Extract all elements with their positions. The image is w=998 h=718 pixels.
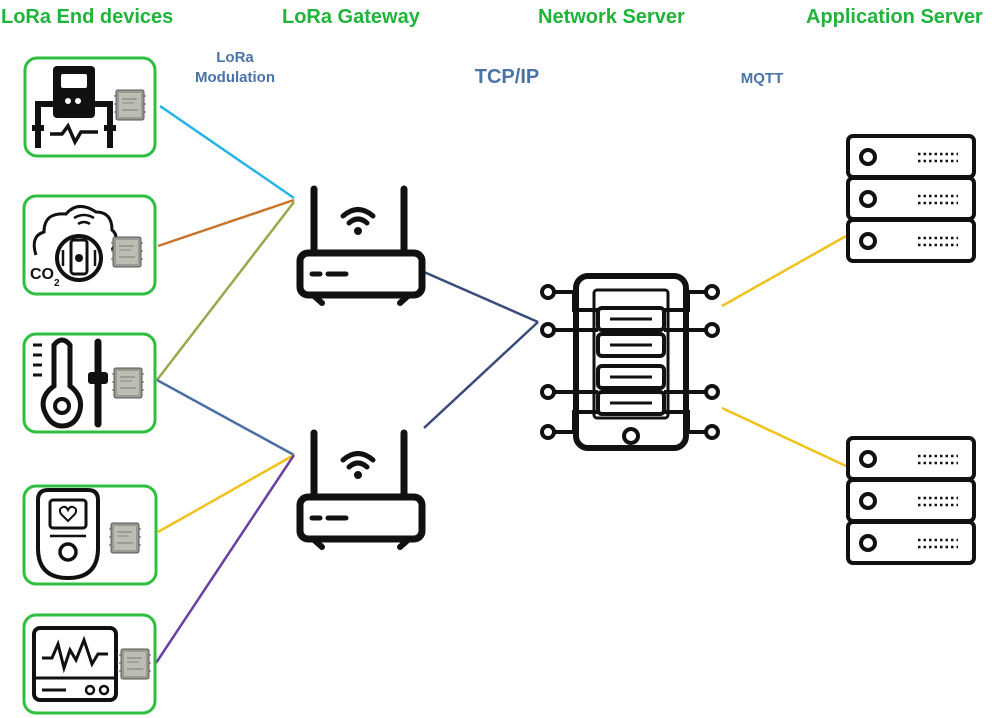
link-device3-gateway1	[156, 201, 295, 381]
server-rack-icon	[846, 436, 976, 565]
lora-module-chip	[118, 648, 152, 680]
link-gateway2-network	[423, 321, 539, 429]
lora-module-chip	[113, 89, 147, 121]
end-device-power-meter	[23, 56, 157, 158]
link-device4-gateway2	[157, 453, 295, 534]
end-device-health-monitor	[22, 484, 158, 586]
link-gateway1-network	[423, 270, 539, 324]
end-device-ecg-monitor	[22, 613, 157, 715]
application-server-2	[846, 436, 976, 565]
lora-module-chip	[108, 522, 142, 554]
header-end-devices: LoRa End devices	[1, 6, 174, 28]
server-rack-icon	[846, 134, 976, 263]
lora-module-chip	[110, 236, 144, 268]
link-device3-gateway2	[156, 378, 295, 457]
application-server-1	[846, 134, 976, 263]
wifi-router-icon	[300, 189, 422, 303]
protocol-lora-line2: Modulation	[195, 69, 275, 86]
protocol-lora-line1: LoRa	[216, 49, 254, 66]
lora-module-chip	[111, 367, 145, 399]
header-application-server: Application Server	[806, 6, 983, 28]
end-device-co2-sensor: CO 2	[22, 194, 157, 296]
protocol-mqtt: MQTT	[740, 70, 784, 87]
power-meter-icon	[32, 66, 116, 148]
gateway-1	[300, 189, 422, 303]
link-device1-gateway1	[159, 104, 295, 200]
link-device2-gateway1	[157, 198, 295, 248]
connection-lines	[154, 104, 847, 664]
health-monitor-icon	[36, 488, 100, 581]
svg-text:CO: CO	[30, 266, 54, 283]
protocol-tcpip: TCP/IP	[474, 66, 540, 88]
co2-sensor-icon: CO 2	[30, 205, 118, 289]
link-network-app1	[721, 234, 847, 308]
wifi-router-icon	[300, 433, 422, 547]
link-network-app2	[721, 406, 847, 468]
link-device5-gateway2	[154, 454, 296, 664]
header-gateway: LoRa Gateway	[282, 6, 420, 28]
svg-text:2: 2	[54, 278, 60, 289]
gateway-2	[300, 433, 422, 547]
server-circuit-icon	[540, 273, 720, 451]
end-device-thermometer	[22, 332, 157, 434]
thermometer-icon	[33, 337, 108, 429]
ecg-monitor-icon	[32, 626, 118, 702]
protocol-lora-modulation: LoRa Modulation	[186, 48, 284, 88]
header-network-server: Network Server	[538, 6, 685, 28]
